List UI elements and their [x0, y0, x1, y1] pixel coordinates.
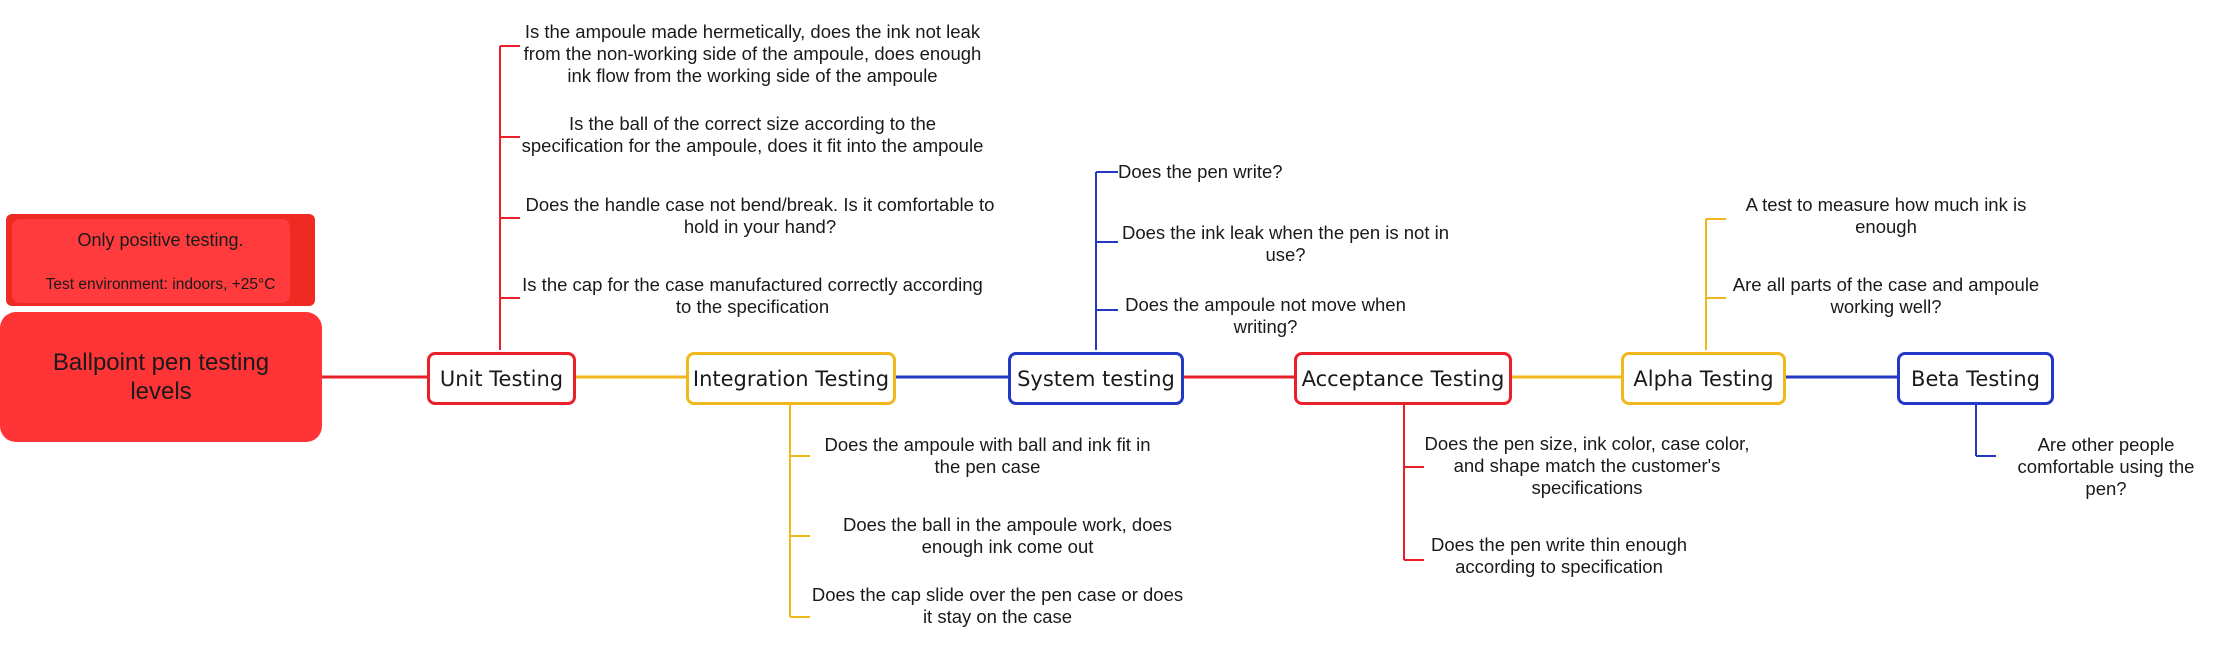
note-line-environment: Test environment: indoors, +25°C [45, 276, 276, 293]
stage-label: Integration Testing [692, 366, 890, 391]
stage-system-testing[interactable]: System testing [1008, 352, 1184, 405]
acceptance-detail-write-thin: Does the pen write thin enough according… [1430, 534, 1688, 577]
system-detail-ampoule-move: Does the ampoule not move when writing? [1125, 294, 1406, 337]
alpha-branches [1705, 218, 1726, 350]
root-title: Ballpoint pen testing levels [52, 349, 270, 405]
system-detail-pen-write: Does the pen write? [1118, 161, 1283, 182]
integration-detail-ampoule-fit: Does the ampoule with ball and ink fit i… [824, 434, 1151, 477]
stage-alpha-testing[interactable]: Alpha Testing [1621, 352, 1786, 405]
stage-label: Unit Testing [439, 366, 564, 391]
unit-detail-handle-case: Does the handle case not bend/break. Is … [525, 194, 995, 237]
root-topic[interactable]: Ballpoint pen testing levels [0, 312, 322, 442]
stage-label: Acceptance Testing [1301, 366, 1505, 391]
unit-detail-cap: Is the cap for the case manufactured cor… [522, 274, 983, 317]
stage-unit-testing[interactable]: Unit Testing [427, 352, 576, 405]
integration-detail-cap-slide: Does the cap slide over the pen case or … [811, 584, 1184, 627]
unit-branches [499, 45, 520, 350]
acceptance-branches [1403, 405, 1424, 561]
beta-branches [1975, 405, 1996, 457]
beta-detail-other-people: Are other people comfortable using the p… [2017, 434, 2195, 499]
note-box-inner [12, 219, 290, 303]
stage-label: Alpha Testing [1633, 366, 1774, 391]
alpha-detail-parts-working: Are all parts of the case and ampoule wo… [1732, 274, 2040, 317]
stage-beta-testing[interactable]: Beta Testing [1897, 352, 2054, 405]
stage-integration-testing[interactable]: Integration Testing [686, 352, 896, 405]
integration-branches [789, 405, 810, 618]
stage-acceptance-testing[interactable]: Acceptance Testing [1294, 352, 1512, 405]
stage-label: Beta Testing [1911, 366, 2040, 391]
unit-detail-ball-size: Is the ball of the correct size accordin… [521, 113, 984, 156]
acceptance-detail-customer-spec: Does the pen size, ink color, case color… [1424, 433, 1750, 498]
unit-detail-ampoule-hermetic: Is the ampoule made hermetically, does t… [523, 21, 982, 86]
alpha-detail-ink-amount: A test to measure how much ink is enough [1745, 194, 2027, 237]
stage-label: System testing [1017, 366, 1175, 391]
note-line-positive-testing: Only positive testing. [77, 230, 244, 250]
system-branches [1095, 171, 1118, 350]
integration-detail-ball-work: Does the ball in the ampoule work, does … [842, 514, 1173, 557]
system-detail-ink-leak: Does the ink leak when the pen is not in… [1121, 222, 1450, 265]
